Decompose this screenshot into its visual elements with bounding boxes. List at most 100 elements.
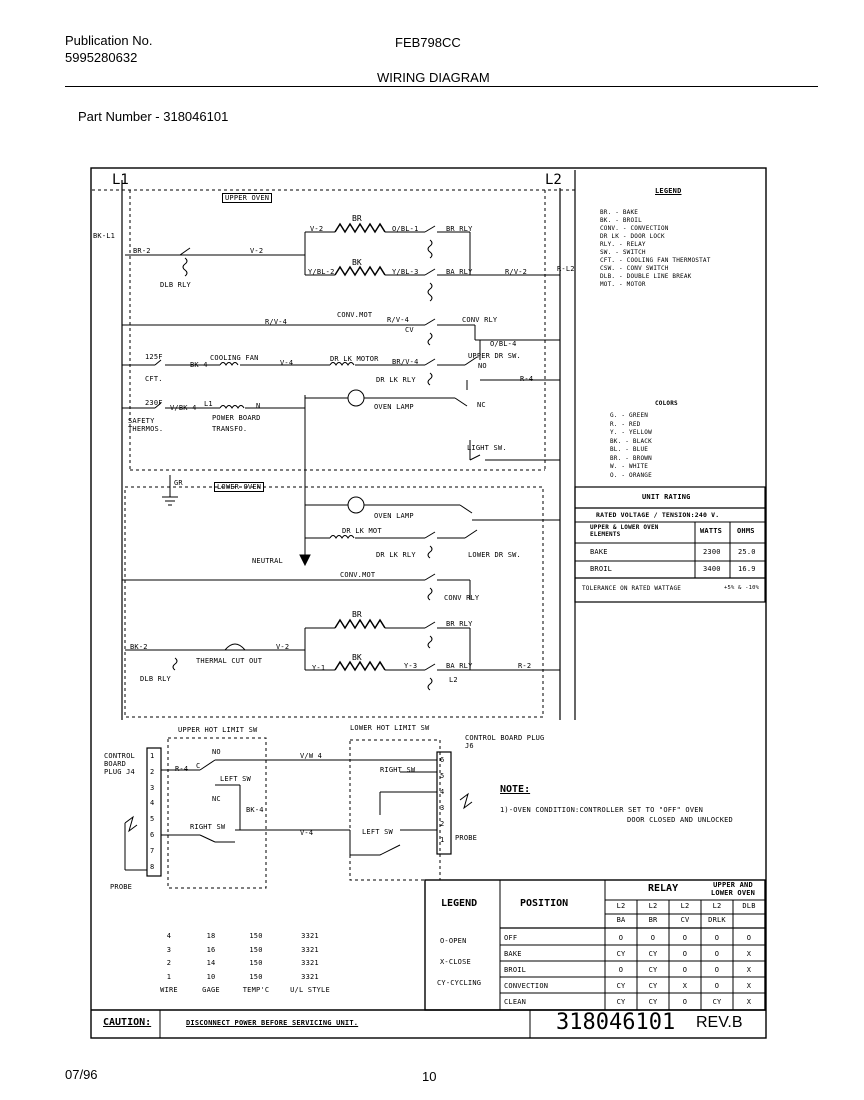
upper-conv-rly: CONV RLY [462, 316, 498, 324]
legend-code-entry: DLB. - DOUBLE LINE BREAK [600, 273, 692, 280]
pin-label: 5 [150, 815, 155, 824]
l1-label: L1 [112, 172, 129, 188]
legend-code-entry: CONV. - CONVECTION [600, 225, 669, 232]
pin-label: 2 [440, 820, 445, 828]
note-line1: 1)-OVEN CONDITION:CONTROLLER SET TO "OFF… [500, 806, 704, 814]
relay-legend-close: X-CLOSE [440, 958, 471, 966]
wire-cell: 16 [206, 945, 216, 954]
color-entry: Y. - YELLOW [610, 429, 652, 436]
lower-bk-label: BK [352, 653, 362, 662]
legend-code-entry: BR. - BAKE [600, 209, 639, 216]
relay-value: O [714, 982, 720, 990]
right-sw-lower: RIGHT SW [380, 766, 416, 774]
upper-nc: NC [477, 401, 486, 409]
wire-cell: 18 [206, 932, 216, 940]
relay-value: CY [648, 950, 658, 958]
unit-rating-broil-ohms: 16.9 [738, 565, 756, 573]
lower-hot-limit-title: LOWER HOT LIMIT SW [350, 724, 430, 732]
legend-codes-list: BR. - BAKE BK. - BROIL CONV. - CONVECTIO… [600, 209, 711, 289]
wire-header: WIRE [160, 986, 178, 994]
note-title: NOTE: [500, 784, 531, 795]
upper-conv-mot: CONV.MOT [337, 311, 373, 319]
footer-page: 10 [422, 1069, 437, 1084]
relay-value: CY [648, 998, 658, 1006]
upper-dr-lk-motor: DR LK MOTOR [330, 355, 379, 363]
upper-rv4b: R/V-4 [387, 316, 410, 324]
relay-value: O [618, 966, 624, 974]
probe-right: PROBE [455, 834, 478, 842]
relay-position: BAKE [504, 950, 522, 958]
upper-vbk4: V/BK-4 [170, 404, 197, 412]
pin-label: 1 [440, 836, 445, 844]
unit-rating-bake-watts: 2300 [703, 548, 721, 556]
upper-ybl2: Y/BL-2 [308, 268, 335, 276]
relay-legend-open: O-OPEN [440, 937, 467, 945]
upper-dlb-rly: DLB RLY [160, 281, 191, 289]
relay-row: CONVECTION CY CY X O X [500, 978, 765, 994]
control-board-j6: CONTROL BOARD PLUG J6 [465, 734, 545, 750]
part-block-rev: REV.B [696, 1014, 743, 1031]
lower-conv-rly: CONV RLY [444, 594, 480, 602]
legend-code-entry: MOT. - MOTOR [600, 281, 646, 288]
wire-cell: 3321 [301, 972, 319, 981]
control-board-j4: CONTROL BOARD PLUG J4 [104, 752, 135, 776]
left-sw-upper: LEFT SW [220, 775, 251, 783]
relay-sub-cell: BR [648, 916, 658, 924]
upper-cooling-fan: COOLING FAN [210, 354, 259, 362]
upper-brv4: BR/V-4 [392, 358, 419, 366]
pin-label: 3 [440, 804, 445, 812]
relay-value: CY [616, 950, 626, 958]
upper-l1: L1 [204, 400, 213, 408]
lower-l2: L2 [449, 676, 458, 684]
relay-value: CY [712, 998, 722, 1006]
relay-position: CONVECTION [504, 982, 549, 990]
relay-sub-cell: DRLK [708, 916, 726, 924]
footer-date: 07/96 [65, 1067, 98, 1082]
pins-left: 1 2 3 4 5 6 7 8 [150, 752, 160, 878]
upper-dr-sw: UPPER DR SW. [468, 352, 521, 360]
unit-rating-tolerance: TOLERANCE ON RATED WATTAGE [582, 585, 682, 592]
wire-cell: 150 [249, 945, 263, 954]
pin-label: 3 [150, 783, 155, 792]
wire-cell: 150 [249, 972, 263, 981]
relay-row: BAKE CY CY O O X [500, 946, 765, 962]
legend-codes-title: LEGEND [655, 187, 682, 195]
relay-value: O [714, 950, 720, 958]
wire-header-row: WIRE GAGE TEMP'C U/L STYLE [148, 986, 348, 1000]
relay-sub-cell: L2 [680, 902, 690, 910]
doc-title: WIRING DIAGRAM [377, 70, 490, 85]
relay-value: CY [648, 966, 658, 974]
part-block-number: 318046101 [556, 1010, 676, 1035]
upper-dr-lk-rly: DR LK RLY [376, 376, 416, 384]
lower-bk2: BK-2 [130, 643, 148, 651]
upper-oven-lamp: OVEN LAMP [374, 403, 414, 411]
lower-y3: Y-3 [404, 662, 418, 670]
relay-row: OFF O O O O O [500, 930, 765, 946]
relay-row: CLEAN CY CY O CY X [500, 994, 765, 1010]
relay-value: O [618, 934, 624, 942]
limit-v4: V-4 [300, 829, 314, 837]
relay-value: CY [616, 998, 626, 1006]
relay-sub-cell: CV [680, 916, 690, 924]
pin-label: 1 [150, 752, 155, 760]
bk-l1-label: BK-L1 [93, 232, 116, 240]
wire-cell: 2 [166, 959, 172, 967]
upper-r4: R-4 [520, 375, 534, 383]
legend-code-entry: CSW. - CONV SWITCH [600, 265, 669, 272]
wire-row: 3 16 150 3321 [148, 946, 348, 960]
upper-obl1: O/BL-1 [392, 225, 419, 233]
upper-rv2: R/V-2 [505, 268, 528, 276]
color-entry: G. - GREEN [610, 412, 649, 419]
relay-value: X [746, 998, 752, 1006]
wire-row: 4 18 150 3321 [148, 932, 348, 946]
wire-row: 1 10 150 3321 [148, 973, 348, 987]
upper-bk4: BK-4 [190, 361, 208, 369]
relay-value: X [682, 982, 688, 990]
pin-label: 2 [150, 767, 155, 776]
wire-cell: 3 [166, 945, 172, 954]
l2-label: L2 [545, 172, 562, 188]
upper-oven-label: UPPER OVEN [222, 193, 273, 203]
caution-label: CAUTION: [103, 1017, 152, 1028]
